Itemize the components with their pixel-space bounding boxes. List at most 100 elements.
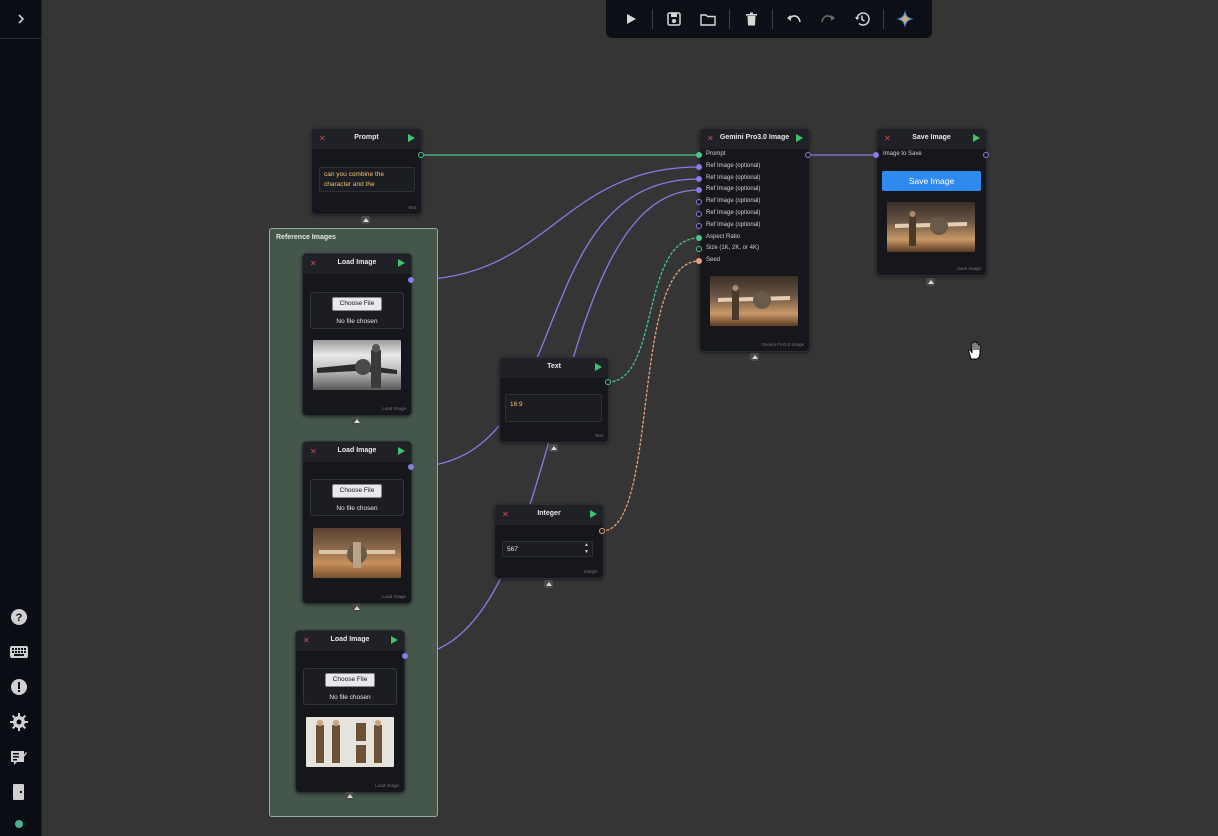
image-output-port[interactable] xyxy=(408,277,414,283)
close-icon[interactable]: ✕ xyxy=(319,134,326,143)
number-stepper[interactable]: ▲▼ xyxy=(584,542,589,555)
run-button[interactable] xyxy=(614,4,648,34)
image-preview xyxy=(313,340,401,390)
ref-image-input-port[interactable] xyxy=(696,223,702,229)
save-workflow-button[interactable] xyxy=(657,4,691,34)
close-icon[interactable]: ✕ xyxy=(303,636,310,645)
close-icon[interactable]: ✕ xyxy=(310,259,317,268)
text-node[interactable]: Text 16:9 Text xyxy=(499,357,609,443)
toolbar-divider xyxy=(772,9,773,29)
delete-button[interactable] xyxy=(734,4,768,34)
collapse-toggle[interactable] xyxy=(345,792,354,800)
collapse-toggle[interactable] xyxy=(544,580,553,588)
run-node-icon[interactable] xyxy=(973,134,980,142)
help-icon[interactable]: ? xyxy=(8,606,30,628)
collapse-toggle[interactable] xyxy=(750,353,759,361)
exit-door-icon[interactable] xyxy=(8,781,30,803)
redo-icon xyxy=(821,15,835,23)
keyboard-icon[interactable] xyxy=(8,641,30,663)
node-header[interactable]: ✕ Load Image xyxy=(303,254,411,274)
close-icon[interactable]: ✕ xyxy=(707,134,714,143)
node-header[interactable]: ✕ Gemini Pro3.0 Image xyxy=(700,129,809,149)
load-image-node-3[interactable]: ✕ Load Image Choose File No file chosen … xyxy=(295,630,405,793)
undo-icon xyxy=(787,15,801,23)
gemini-image-node[interactable]: ✕ Gemini Pro3.0 Image Gemini Pro3.0 Imag… xyxy=(699,128,810,352)
close-icon[interactable]: ✕ xyxy=(310,447,317,456)
alert-icon[interactable] xyxy=(8,676,30,698)
run-node-icon[interactable] xyxy=(408,134,415,142)
saved-image-preview xyxy=(887,202,975,252)
chevron-right-icon xyxy=(17,14,24,24)
file-picker: Choose File No file chosen xyxy=(310,479,404,516)
prompt-textarea[interactable]: can you combine the character and the xyxy=(319,167,415,192)
save-image-node[interactable]: ✕ Save Image Save Image Save Image xyxy=(876,128,987,276)
ref-image-input-port[interactable] xyxy=(696,199,702,205)
sidebar: ? xyxy=(0,0,42,836)
ref-image-input-port[interactable] xyxy=(696,176,702,182)
run-node-icon[interactable] xyxy=(398,259,405,267)
expand-sidebar-button[interactable] xyxy=(0,0,41,39)
run-node-icon[interactable] xyxy=(796,134,803,142)
image-to-save-input-port[interactable] xyxy=(873,152,879,158)
integer-output-port[interactable] xyxy=(599,528,605,534)
run-node-icon[interactable] xyxy=(595,363,602,371)
image-preview xyxy=(306,717,394,767)
load-image-node-1[interactable]: ✕ Load Image Choose File No file chosen … xyxy=(302,253,412,416)
close-icon[interactable]: ✕ xyxy=(884,134,891,143)
image-output-port[interactable] xyxy=(805,152,811,158)
ref-image-input-port[interactable] xyxy=(696,164,702,170)
aspect-ratio-input-port[interactable] xyxy=(696,235,702,241)
input-label: Ref Image (optional) xyxy=(706,186,761,192)
image-output-port[interactable] xyxy=(402,653,408,659)
toolbar-divider xyxy=(729,9,730,29)
integer-node[interactable]: ✕ Integer 567 ▲▼ Integer xyxy=(494,504,604,579)
node-header[interactable]: Text xyxy=(500,358,608,378)
edit-list-icon[interactable] xyxy=(8,746,30,768)
toolbar xyxy=(606,0,932,38)
node-header[interactable]: ✕ Load Image xyxy=(296,631,404,651)
node-header[interactable]: ✕ Save Image xyxy=(877,129,986,149)
run-node-icon[interactable] xyxy=(391,636,398,644)
text-value-input[interactable]: 16:9 xyxy=(505,394,602,422)
redo-button[interactable] xyxy=(811,4,845,34)
integer-input[interactable]: 567 xyxy=(502,541,593,557)
toolbar-divider xyxy=(883,9,884,29)
choose-file-button[interactable]: Choose File xyxy=(325,673,375,687)
open-folder-button[interactable] xyxy=(691,4,725,34)
collapse-toggle[interactable] xyxy=(361,216,370,224)
node-header[interactable]: ✕ Prompt xyxy=(312,129,421,149)
play-icon xyxy=(627,14,636,24)
size-input-port[interactable] xyxy=(696,246,702,252)
collapse-toggle[interactable] xyxy=(926,278,935,286)
history-button[interactable] xyxy=(845,4,879,34)
image-output-port[interactable] xyxy=(983,152,989,158)
collapse-toggle[interactable] xyxy=(549,444,558,452)
run-node-icon[interactable] xyxy=(398,447,405,455)
run-node-icon[interactable] xyxy=(590,510,597,518)
choose-file-button[interactable]: Choose File xyxy=(332,484,382,498)
load-image-node-2[interactable]: ✕ Load Image Choose File No file chosen … xyxy=(302,441,412,604)
collapse-toggle[interactable] xyxy=(352,417,361,425)
close-icon[interactable]: ✕ xyxy=(502,510,509,519)
prompt-node[interactable]: ✕ Prompt can you combine the character a… xyxy=(311,128,422,215)
prompt-output-port[interactable] xyxy=(418,152,424,158)
gear-icon[interactable] xyxy=(8,711,30,733)
save-image-button[interactable]: Save Image xyxy=(882,171,981,191)
hand-cursor-icon xyxy=(968,341,981,360)
node-footer: Text xyxy=(594,433,603,438)
choose-file-button[interactable]: Choose File xyxy=(332,297,382,311)
image-output-port[interactable] xyxy=(408,464,414,470)
node-header[interactable]: ✕ Integer xyxy=(495,505,603,525)
node-title: Prompt xyxy=(354,134,379,141)
ref-image-input-port[interactable] xyxy=(696,211,702,217)
node-header[interactable]: ✕ Load Image xyxy=(303,442,411,462)
collapse-toggle[interactable] xyxy=(352,604,361,612)
input-label: Size (1K, 2K, or 4K) xyxy=(706,245,760,251)
ref-image-input-port[interactable] xyxy=(696,187,702,193)
string-output-port[interactable] xyxy=(605,379,611,385)
prompt-input-port[interactable] xyxy=(696,152,702,158)
ai-assistant-button[interactable] xyxy=(888,4,922,34)
undo-button[interactable] xyxy=(777,4,811,34)
file-picker: Choose File No file chosen xyxy=(303,668,397,705)
seed-input-port[interactable] xyxy=(696,258,702,264)
